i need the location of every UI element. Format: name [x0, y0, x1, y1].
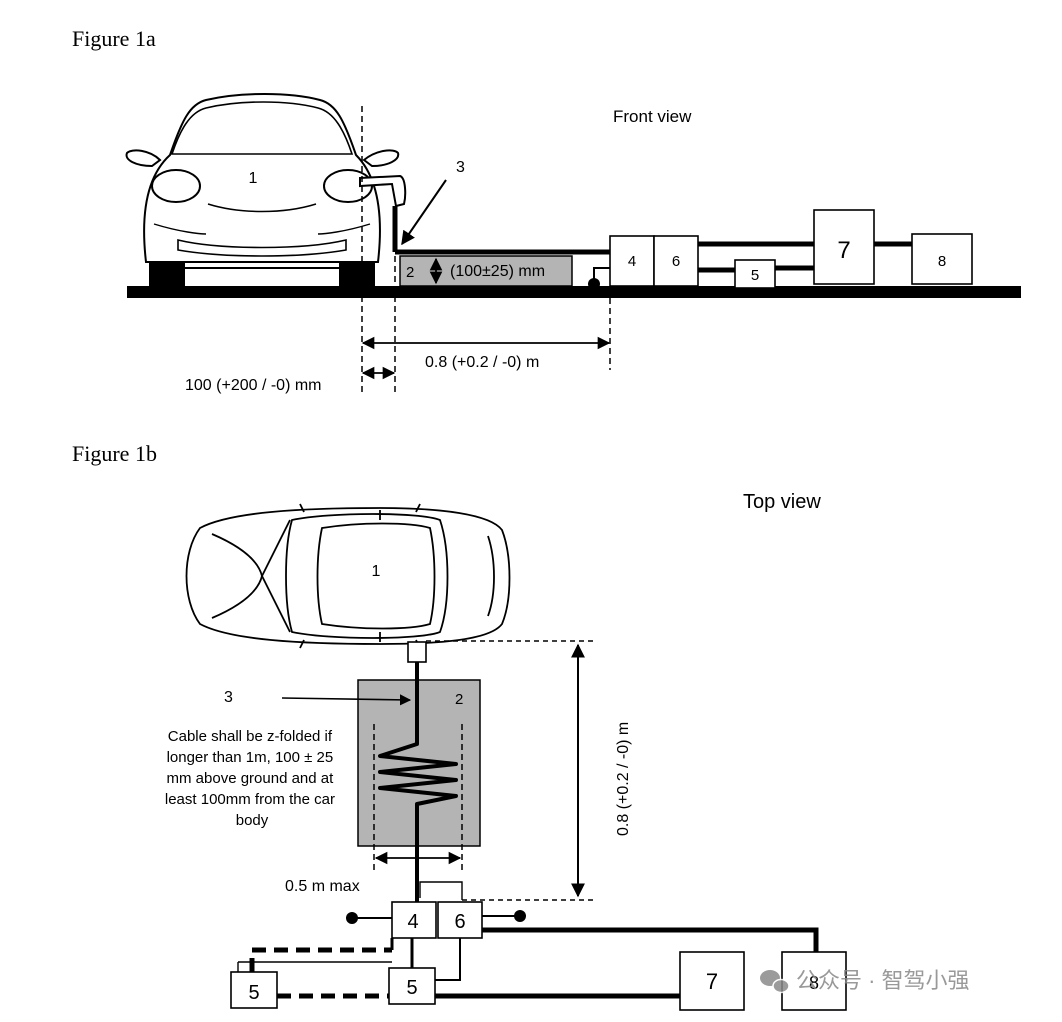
front-view-label: Front view [613, 107, 692, 126]
cable-callout-arrow-1b [281, 694, 412, 706]
fold-width-dimension-label: 0.5 m max [285, 878, 360, 895]
height-dimension-label: (100±25) mm [450, 263, 545, 280]
cable-note-line-3: mm above ground and at [167, 770, 335, 787]
cable-callout-label-1b: 3 [224, 689, 233, 706]
vehicle-label-1a: 1 [249, 170, 258, 187]
box-8-label-1b: 8 [809, 973, 819, 993]
ground-point-1a [588, 278, 600, 290]
box-5-left-label-1b: 5 [248, 982, 259, 1004]
cable-note: Cable shall be z-folded if longer than 1… [165, 728, 339, 829]
box-5-label-1a: 5 [751, 267, 759, 284]
box-6-front [653, 235, 699, 287]
equipment-cables-top [237, 927, 819, 999]
box-8-front [911, 233, 973, 285]
ground-plane-label-1b: 2 [455, 691, 463, 708]
figure-1a-caption: Figure 1a [72, 26, 156, 51]
box-6-label-1b: 6 [454, 911, 465, 933]
box-4-top [391, 901, 437, 939]
charging-connector-front [359, 174, 612, 255]
box-8-label-1a: 8 [938, 253, 946, 270]
box-7-label-1b: 7 [706, 969, 718, 994]
box-8-top [781, 951, 847, 1011]
watermark: 公众号 · 智驾小强 [760, 968, 970, 994]
ground-points-top [346, 910, 526, 924]
vehicle-top-view [185, 503, 511, 649]
box-5-front [734, 259, 776, 289]
equipment-cables-front [698, 241, 912, 273]
box-4-label-1a: 4 [628, 253, 636, 270]
cable-callout-label-1a: 3 [456, 159, 465, 176]
box-4-label-1b: 4 [407, 911, 418, 933]
box-6-top [437, 901, 483, 939]
ground-plane-label-1a: 2 [406, 264, 414, 281]
cable-callout-arrow-1a [401, 179, 447, 246]
cable-note-line-5: body [236, 812, 269, 829]
offset-dimension-label: 100 (+200 / -0) mm [185, 377, 322, 394]
distance-dimension-label: 0.8 (+0.2 / -0) m [425, 354, 539, 371]
box-5-center-label-1b: 5 [406, 977, 417, 999]
cable-note-line-4: least 100mm from the car [165, 791, 335, 808]
watermark-text: 公众号 · 智驾小强 [796, 968, 970, 993]
box-7-top [679, 951, 745, 1011]
ground-plane-support-1a [399, 255, 573, 287]
vehicle-front-view [125, 93, 400, 287]
z-folded-cable [378, 662, 458, 910]
length-dimension-label: 0.8 (+0.2 / -0) m [615, 722, 632, 836]
cable-note-line-1: Cable shall be z-folded if [168, 728, 333, 745]
figure-1b-caption: Figure 1b [72, 441, 157, 466]
vehicle-label-1b: 1 [372, 563, 381, 580]
box-7-front [813, 209, 875, 285]
wechat-icon [760, 970, 790, 994]
ground-line [127, 286, 1021, 298]
charging-connector-top [407, 641, 427, 663]
cable-note-line-2: longer than 1m, 100 ± 25 [167, 749, 334, 766]
box-6-label-1a: 6 [672, 253, 680, 270]
box-7-label-1a: 7 [837, 237, 850, 264]
cable-bracket-top [419, 881, 463, 900]
top-view-label: Top view [743, 491, 821, 513]
